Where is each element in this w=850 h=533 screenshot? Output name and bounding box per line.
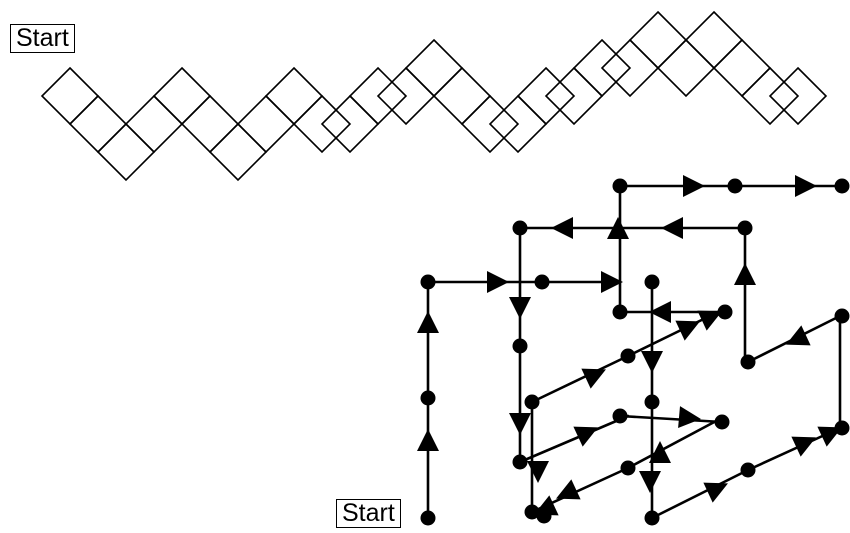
path-node <box>740 354 756 370</box>
direction-arrow <box>734 263 756 285</box>
start-label-top: Start <box>10 24 75 53</box>
diamond-square <box>292 94 352 154</box>
direction-arrow <box>703 482 728 503</box>
diamond-chain <box>40 10 828 182</box>
direction-arrow <box>639 471 661 493</box>
direction-arrow <box>509 297 531 319</box>
direction-arrow <box>527 461 549 483</box>
diamond-square <box>712 38 772 98</box>
diamond-square <box>768 66 828 126</box>
diamond-square <box>152 66 212 126</box>
path-node <box>620 460 636 476</box>
diamond-square <box>208 122 268 182</box>
direction-arrow <box>487 271 509 293</box>
path-node <box>534 274 550 290</box>
path-node <box>727 178 743 194</box>
diamond-square <box>460 94 520 154</box>
path-node <box>714 414 730 430</box>
direction-arrow <box>601 271 623 293</box>
path-node <box>612 304 628 320</box>
path-node <box>612 178 628 194</box>
path-segment <box>626 418 720 470</box>
path-node <box>512 338 528 354</box>
direction-arrow <box>607 217 629 239</box>
direction-arrow <box>417 311 439 333</box>
direction-arrow <box>649 441 671 463</box>
diamond-square <box>236 94 296 154</box>
direction-arrow <box>683 175 705 197</box>
path-node <box>524 394 540 410</box>
diamond-square <box>516 66 576 126</box>
path-segment <box>618 414 724 424</box>
path-nodes <box>420 178 850 526</box>
direction-arrow <box>509 413 531 435</box>
direction-arrow <box>581 368 606 389</box>
direction-arrow <box>417 429 439 451</box>
diamond-square <box>68 94 128 154</box>
path-node <box>536 508 552 524</box>
path-node <box>644 394 660 410</box>
path-node <box>644 510 660 526</box>
path-node <box>420 390 436 406</box>
path-node <box>420 510 436 526</box>
path-node <box>644 274 660 290</box>
path-node <box>834 420 850 436</box>
diamond-square <box>656 38 716 98</box>
path-node <box>512 454 528 470</box>
direction-arrow <box>641 351 663 373</box>
direction-arrow <box>661 217 683 239</box>
direction-arrow <box>649 301 671 323</box>
path-segment <box>518 414 630 464</box>
direction-arrow <box>795 175 817 197</box>
path-node <box>717 304 733 320</box>
path-node <box>737 220 753 236</box>
direction-arrow <box>786 325 811 346</box>
diamond-square <box>264 66 324 126</box>
path-node <box>740 462 756 478</box>
path-node <box>420 274 436 290</box>
diamond-square <box>684 10 744 70</box>
start-label-bottom: Start <box>336 499 401 528</box>
path-node <box>612 408 628 424</box>
diamond-square <box>572 38 632 98</box>
path-segment <box>530 354 630 404</box>
diamond-square <box>180 94 240 154</box>
diamond-square <box>348 66 408 126</box>
direction-arrow <box>556 479 581 500</box>
direction-arrow <box>675 320 700 341</box>
diamond-square <box>628 10 688 70</box>
direction-arrow <box>697 310 722 331</box>
path-node <box>620 348 636 364</box>
diamond-square <box>740 66 800 126</box>
path-node <box>524 504 540 520</box>
diamond-square <box>40 66 100 126</box>
diamond-square <box>404 38 464 98</box>
path-node <box>834 308 850 324</box>
direction-arrow <box>791 436 816 457</box>
path-segment <box>650 468 750 520</box>
path-node <box>834 178 850 194</box>
diamond-square <box>432 66 492 126</box>
direction-arrows <box>417 175 842 516</box>
path-node <box>512 220 528 236</box>
direction-arrow <box>573 426 598 447</box>
diamond-square <box>124 94 184 154</box>
direction-arrow <box>551 217 573 239</box>
direction-arrow <box>678 406 701 428</box>
diamond-square <box>96 122 156 182</box>
